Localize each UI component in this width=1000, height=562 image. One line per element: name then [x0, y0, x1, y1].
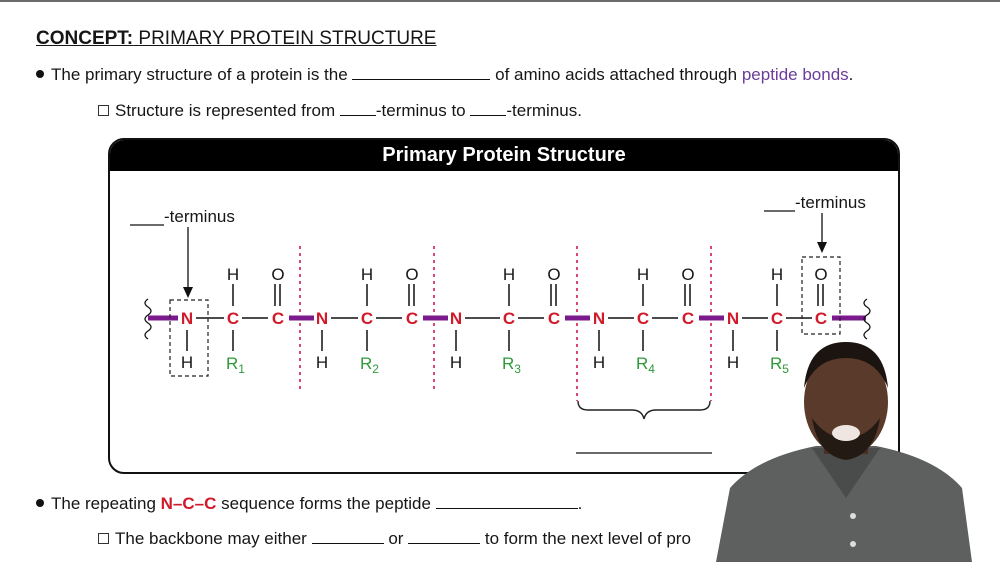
arrow-down-icon [817, 242, 827, 253]
svg-text:H: H [727, 353, 739, 372]
diagram-title: Primary Protein Structure [110, 140, 898, 171]
r-group: R4 [636, 354, 655, 376]
svg-text:C: C [815, 309, 827, 328]
bullet-icon [36, 69, 44, 78]
peptide-bonds-term: peptide bonds [741, 65, 849, 84]
svg-text:H: H [771, 265, 783, 284]
svg-text:H: H [181, 353, 193, 372]
bullet-primary-structure: The primary structure of a protein is th… [36, 65, 853, 85]
svg-text:C: C [503, 309, 515, 328]
svg-text:H: H [227, 265, 239, 284]
svg-text:N: N [727, 309, 739, 328]
wavy-end-icon [144, 298, 152, 340]
concept-title: CONCEPT: PRIMARY PROTEIN STRUCTURE [36, 28, 437, 49]
svg-text:H: H [361, 265, 373, 284]
fill-in-blank [470, 101, 507, 116]
svg-text:C: C [771, 309, 783, 328]
fill-in-blank [339, 101, 376, 116]
svg-text:H: H [450, 353, 462, 372]
top-border [0, 0, 1000, 2]
n-c-c-term: N–C–C [160, 494, 217, 513]
svg-text:O: O [405, 265, 418, 284]
wavy-end-icon [863, 298, 871, 340]
svg-text:N: N [181, 309, 193, 328]
checkbox-bullet-icon [98, 533, 109, 545]
svg-text:C: C [682, 309, 694, 328]
fill-in-blank [352, 65, 491, 80]
svg-text:O: O [547, 265, 560, 284]
n-terminus-label: -terminus [164, 207, 235, 226]
r-group: R1 [226, 354, 245, 376]
bullet-repeating-sequence: The repeating N–C–C sequence forms the p… [36, 494, 582, 514]
r-group: R3 [502, 354, 521, 376]
svg-text:H: H [316, 353, 328, 372]
svg-text:H: H [503, 265, 515, 284]
fill-in-blank [435, 494, 578, 509]
presenter-video [716, 342, 972, 562]
svg-text:C: C [227, 309, 239, 328]
svg-text:N: N [316, 309, 328, 328]
svg-text:C: C [548, 309, 560, 328]
r-group: R2 [360, 354, 379, 376]
sub-bullet-backbone: The backbone may either or to form the n… [98, 529, 691, 549]
svg-text:C: C [272, 309, 284, 328]
svg-text:N: N [450, 309, 462, 328]
c-terminus-label: -terminus [795, 193, 866, 212]
arrow-down-icon [183, 287, 193, 298]
checkbox-bullet-icon [98, 105, 109, 117]
residue-dividers [299, 246, 712, 401]
fill-in-blank [311, 529, 384, 544]
sub-bullet-terminus: Structure is represented from -terminus … [98, 101, 582, 121]
svg-text:C: C [361, 309, 373, 328]
diagram-panel: Primary Protein Structure [108, 138, 900, 474]
svg-text:O: O [681, 265, 694, 284]
n-terminus-box [169, 299, 209, 377]
svg-text:C: C [406, 309, 418, 328]
bullet-icon [36, 498, 44, 507]
svg-text:O: O [814, 265, 827, 284]
c-terminus-box [801, 256, 841, 335]
brace-icon [577, 400, 711, 420]
svg-text:H: H [637, 265, 649, 284]
svg-text:C: C [637, 309, 649, 328]
svg-text:N: N [593, 309, 605, 328]
fill-in-blank [408, 529, 481, 544]
peptide-chain-diagram: -terminus -terminus N C C N C C N C C N … [130, 193, 871, 454]
svg-text:O: O [271, 265, 284, 284]
r-group: R5 [770, 354, 789, 376]
svg-text:H: H [593, 353, 605, 372]
